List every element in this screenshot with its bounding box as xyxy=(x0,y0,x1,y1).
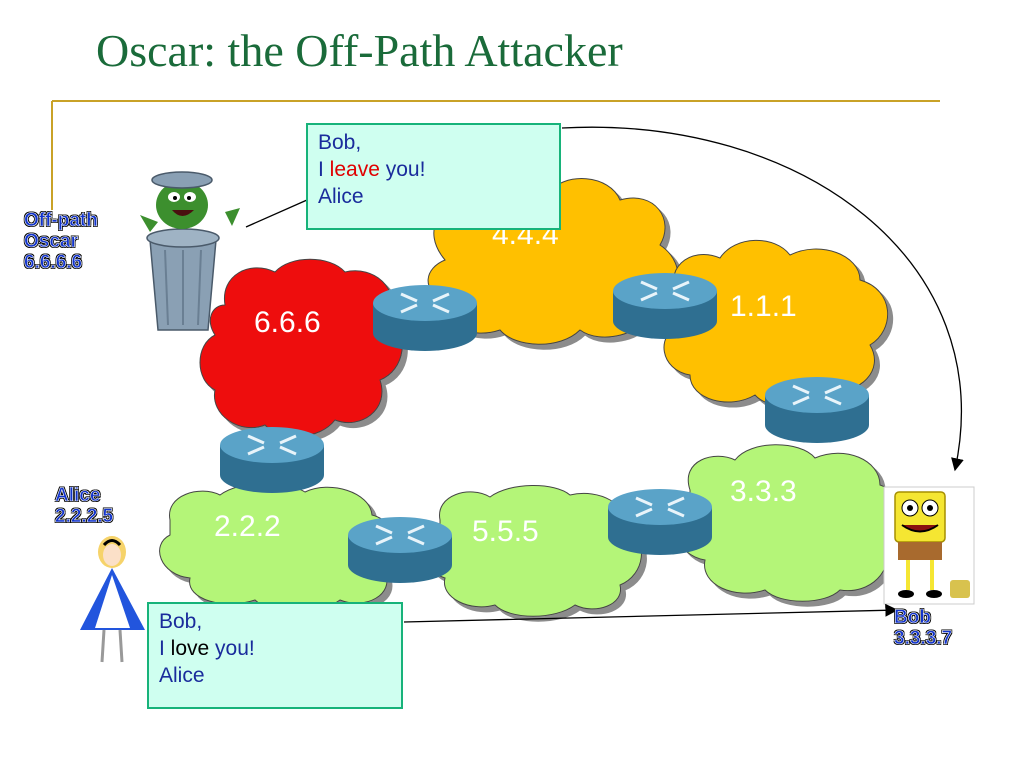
genuine-message-box: Bob, I love you! Alice xyxy=(147,602,403,709)
router xyxy=(220,427,324,493)
router xyxy=(765,377,869,443)
genuine-signature: Alice xyxy=(159,664,205,687)
forged-verb: leave xyxy=(329,158,380,181)
forged-body: I leave you! xyxy=(318,158,426,181)
genuine-verb: love xyxy=(170,637,210,660)
cloud-label-green-left: 2.2.2 xyxy=(214,510,281,543)
cloud-label-yellow-right: 1.1.1 xyxy=(730,290,797,323)
router xyxy=(348,517,452,583)
oscar-label: Off-path Oscar 6.6.6.6 xyxy=(24,210,98,274)
bob-illustration xyxy=(883,486,975,605)
oscar-to-message-line xyxy=(245,199,308,228)
alice-illustration xyxy=(80,536,145,663)
router xyxy=(613,273,717,339)
page-title: Oscar: the Off-Path Attacker xyxy=(96,25,623,76)
genuine-body: I love you! xyxy=(159,637,255,660)
genuine-greeting: Bob, xyxy=(159,610,203,633)
alice-label: Alice 2.2.2.5 xyxy=(55,485,114,528)
bob-label: Bob 3.3.3.7 xyxy=(894,607,953,650)
cloud-yellow-right xyxy=(663,239,889,407)
cloud-red xyxy=(199,258,403,437)
cloud-label-red: 6.6.6 xyxy=(254,306,321,339)
router xyxy=(608,489,712,555)
cloud-label-green-mid: 5.5.5 xyxy=(472,515,539,548)
forged-message-arrow xyxy=(561,126,964,472)
oscar-illustration xyxy=(140,171,240,331)
forged-greeting: Bob, xyxy=(318,131,362,154)
cloud-green-mid xyxy=(423,485,642,617)
genuine-message-arrow xyxy=(403,603,899,623)
forged-signature: Alice xyxy=(318,185,364,208)
forged-message-box: Bob, I leave you! Alice xyxy=(306,123,561,230)
cloud-label-green-right: 3.3.3 xyxy=(730,475,797,508)
router xyxy=(373,285,477,351)
